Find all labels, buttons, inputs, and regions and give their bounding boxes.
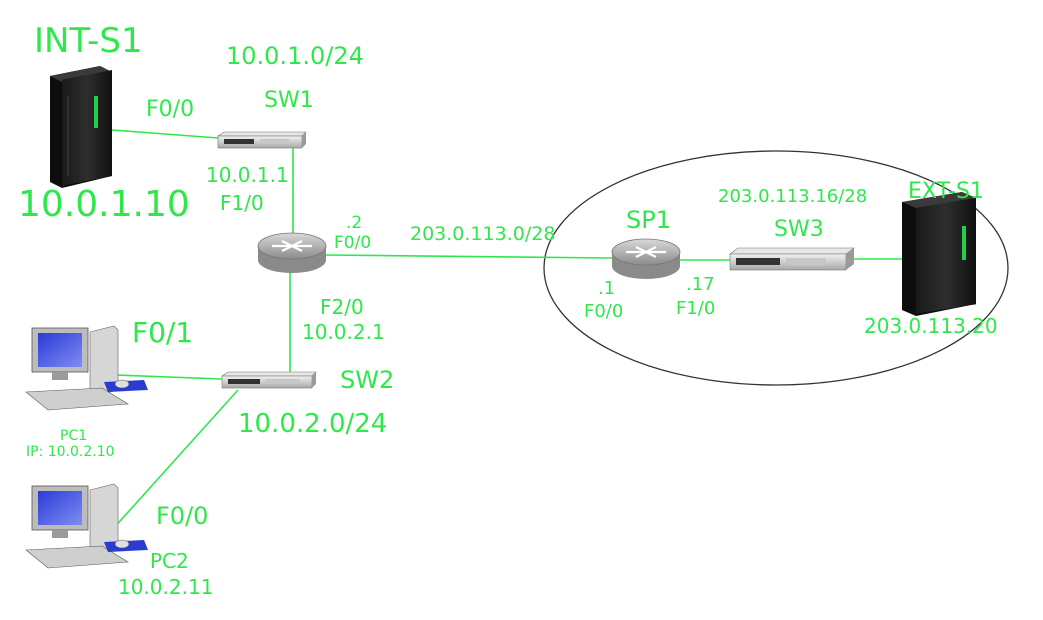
sw3-network-label: 203.0.113.16/28	[718, 186, 867, 207]
pc2-ip: 10.0.2.11	[118, 575, 213, 599]
switch-icon	[217, 131, 307, 149]
sw2-switch[interactable]	[221, 371, 317, 389]
sw1-switch[interactable]	[217, 131, 307, 149]
server-icon	[50, 66, 112, 188]
ext-s1-ip: 203.0.113.20	[864, 314, 998, 338]
pc1-ip-label: IP: 10.0.2.10	[26, 444, 115, 460]
r1-f1-ip: 10.0.1.1	[206, 163, 289, 187]
pc-icon	[25, 325, 148, 411]
sp1-name: SP1	[626, 206, 671, 234]
int-s1-name: INT-S1	[34, 21, 143, 61]
int-s1-server[interactable]	[50, 66, 112, 188]
pc2-port-label: F0/0	[156, 502, 208, 530]
provider-cloud-boundary	[543, 150, 1009, 386]
int-s1-ip: 10.0.1.10	[18, 184, 190, 225]
pc1-computer[interactable]	[25, 325, 148, 411]
link-pc2-sw2	[111, 389, 239, 531]
sp1-f0-ip: .1	[598, 278, 615, 299]
wan-network-label: 203.0.113.0/28	[410, 223, 555, 245]
pc1-port-label: F0/1	[132, 316, 193, 349]
ext-s1-name: EXT-S1	[908, 179, 984, 204]
sp1-router[interactable]	[611, 238, 681, 279]
sp1-f1-port: F1/0	[676, 298, 715, 319]
sp1-f1-ip: .17	[686, 274, 715, 295]
r1-f2-port: F2/0	[320, 295, 364, 319]
sw2-name: SW2	[340, 366, 394, 394]
router-icon	[257, 232, 327, 273]
sw3-switch[interactable]	[729, 247, 855, 271]
r1-f0-ip: .2	[346, 213, 362, 233]
ext-s1-server[interactable]	[902, 192, 976, 316]
pc2-computer[interactable]	[25, 483, 148, 569]
server-icon	[902, 192, 976, 316]
pc2-name: PC2	[150, 549, 189, 573]
r1-router[interactable]	[257, 232, 327, 273]
sw1-name: SW1	[264, 88, 314, 113]
sw1-network-label: 10.0.1.0/24	[226, 42, 364, 70]
switch-icon	[729, 247, 855, 271]
r1-f1-port: F1/0	[220, 191, 264, 215]
sp1-f0-port: F0/0	[584, 301, 623, 322]
pc-icon	[25, 483, 148, 569]
r1-f2-ip: 10.0.2.1	[302, 320, 385, 344]
pc1-name: PC1	[60, 428, 87, 444]
sw2-network-label: 10.0.2.0/24	[238, 409, 387, 439]
sw3-name: SW3	[774, 217, 824, 242]
link-r1-sp1	[325, 254, 613, 259]
r1-f0-port: F0/0	[334, 233, 371, 253]
link-int-s1-sw1	[111, 129, 219, 139]
switch-icon	[221, 371, 317, 389]
router-icon	[611, 238, 681, 279]
int-s1-port-label: F0/0	[146, 97, 194, 122]
